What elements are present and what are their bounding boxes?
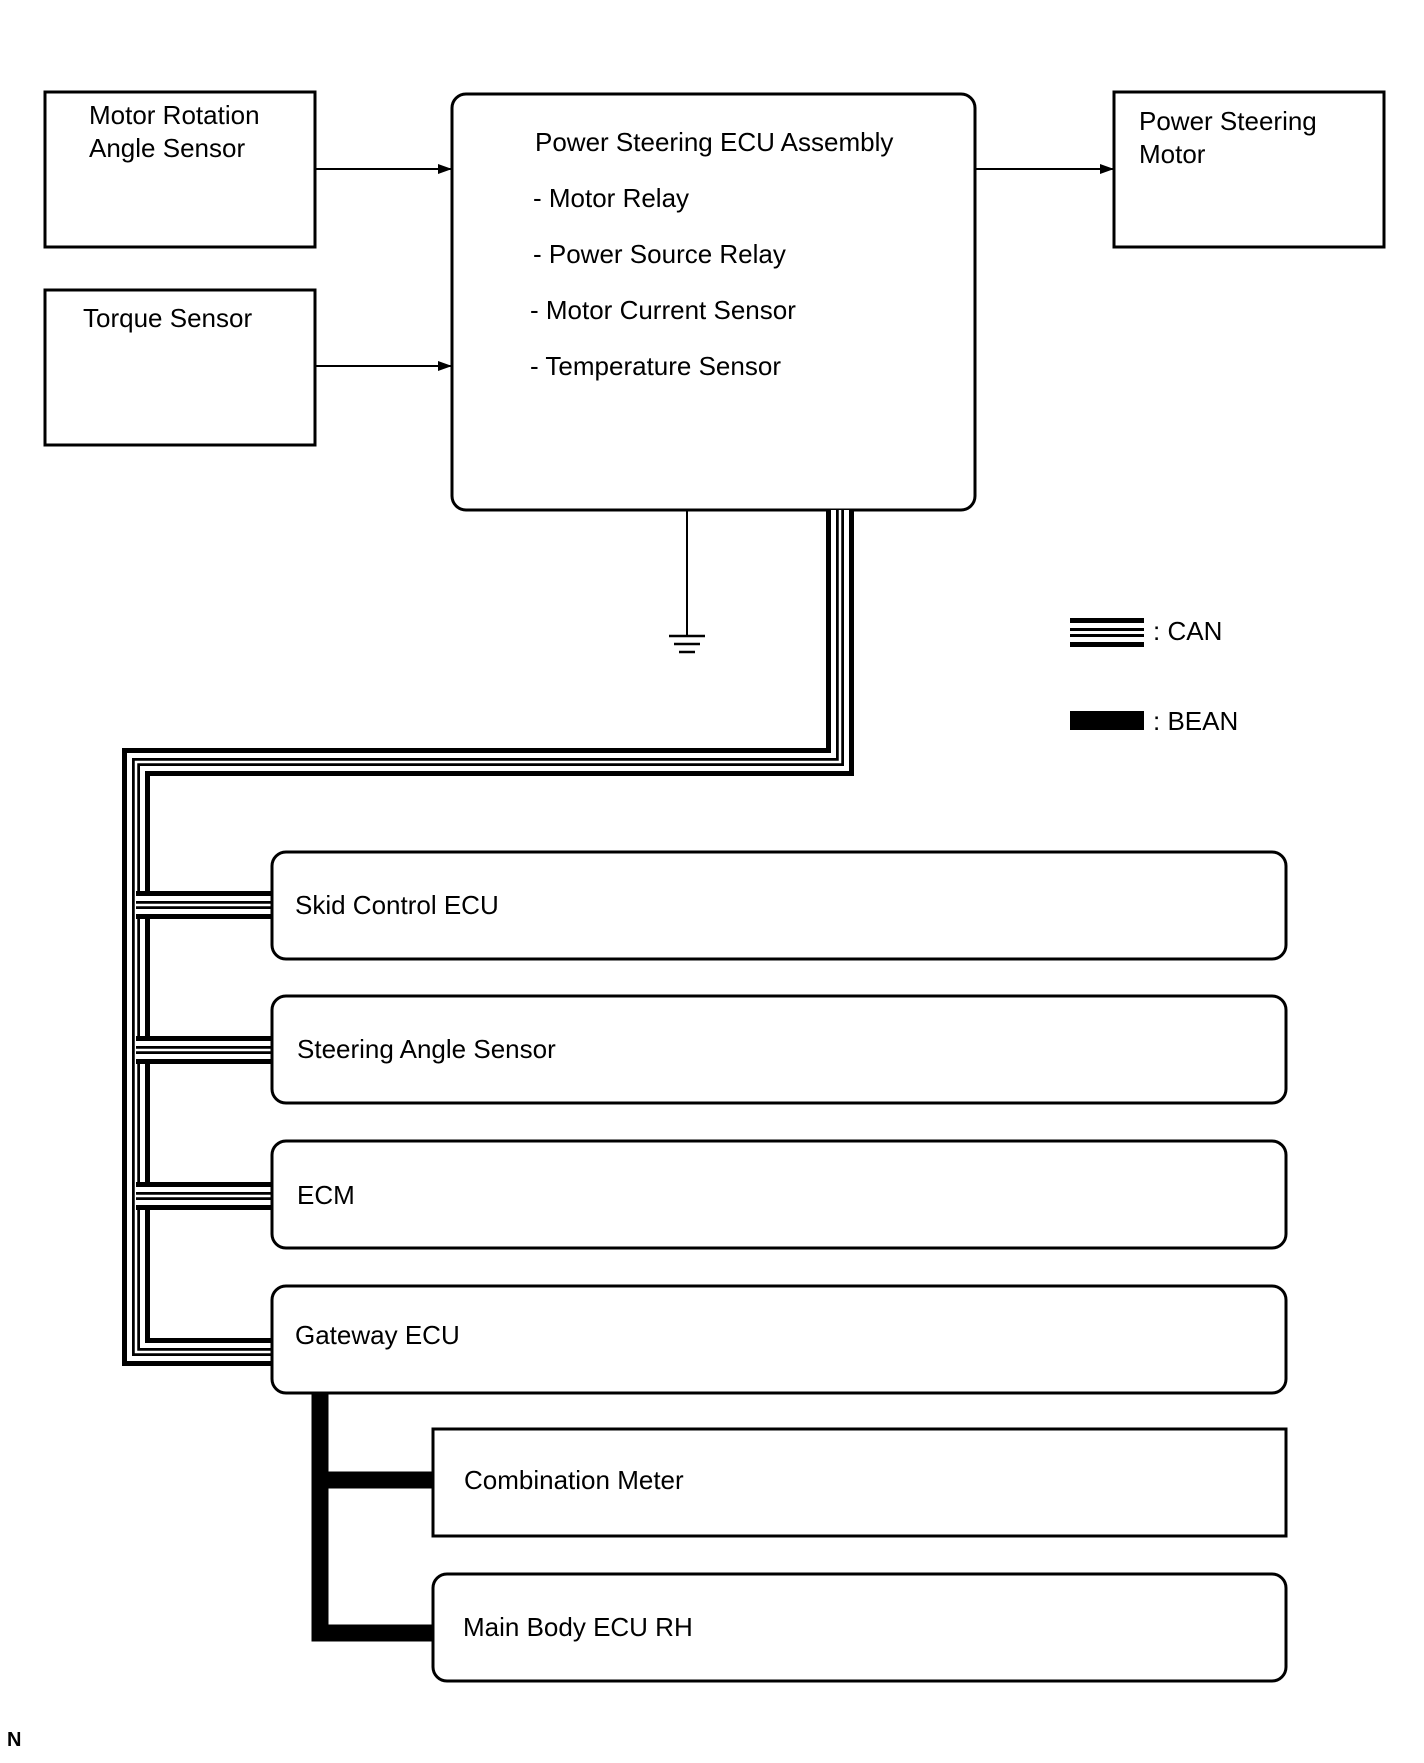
legend: : CAN : BEAN — [1070, 616, 1238, 736]
motor-rotation-sensor-label-line2: Angle Sensor — [89, 133, 245, 163]
node-label: Steering Angle Sensor — [297, 1034, 556, 1064]
can-node-gateway-ecu: Gateway ECU — [270, 1284, 1288, 1395]
ground-icon — [669, 510, 705, 654]
ecu-item-motor-current-sensor: - Motor Current Sensor — [530, 295, 796, 325]
power-steering-motor-box: Power Steering Motor — [1112, 90, 1386, 249]
torque-sensor-box: Torque Sensor — [43, 288, 317, 447]
can-node-steering-angle-sensor: Steering Angle Sensor — [270, 994, 1288, 1105]
ecu-item-power-source-relay: - Power Source Relay — [533, 239, 786, 269]
bean-bus-line — [311, 1394, 433, 1642]
power-steering-ecu-box: Power Steering ECU Assembly - Motor Rela… — [450, 92, 977, 512]
legend-can-symbol — [1070, 618, 1144, 647]
node-label: Skid Control ECU — [295, 890, 499, 920]
ecu-title: Power Steering ECU Assembly — [535, 127, 893, 157]
node-label: Combination Meter — [464, 1465, 684, 1495]
can-node-skid-control-ecu: Skid Control ECU — [270, 850, 1288, 961]
motor-label-line2: Motor — [1139, 139, 1206, 169]
bean-node-main-body-ecu-rh: Main Body ECU RH — [431, 1572, 1288, 1683]
legend-bean-label: : BEAN — [1153, 706, 1238, 736]
motor-label-line1: Power Steering — [1139, 106, 1317, 136]
motor-rotation-sensor-label-line1: Motor Rotation — [89, 100, 260, 130]
node-label: ECM — [297, 1180, 355, 1210]
legend-bean-symbol — [1070, 711, 1144, 730]
can-node-ecm: ECM — [270, 1139, 1288, 1250]
ecu-item-temperature-sensor: - Temperature Sensor — [530, 351, 781, 381]
node-label: Gateway ECU — [295, 1320, 460, 1350]
ecu-item-motor-relay: - Motor Relay — [533, 183, 689, 213]
legend-can-label: : CAN — [1153, 616, 1222, 646]
motor-rotation-angle-sensor-box: Motor Rotation Angle Sensor — [43, 90, 317, 249]
node-label: Main Body ECU RH — [463, 1612, 693, 1642]
bean-node-combination-meter: Combination Meter — [431, 1427, 1288, 1538]
torque-sensor-label: Torque Sensor — [83, 303, 252, 333]
can-bus-line — [122, 510, 854, 1366]
corner-mark: N — [7, 1729, 21, 1751]
